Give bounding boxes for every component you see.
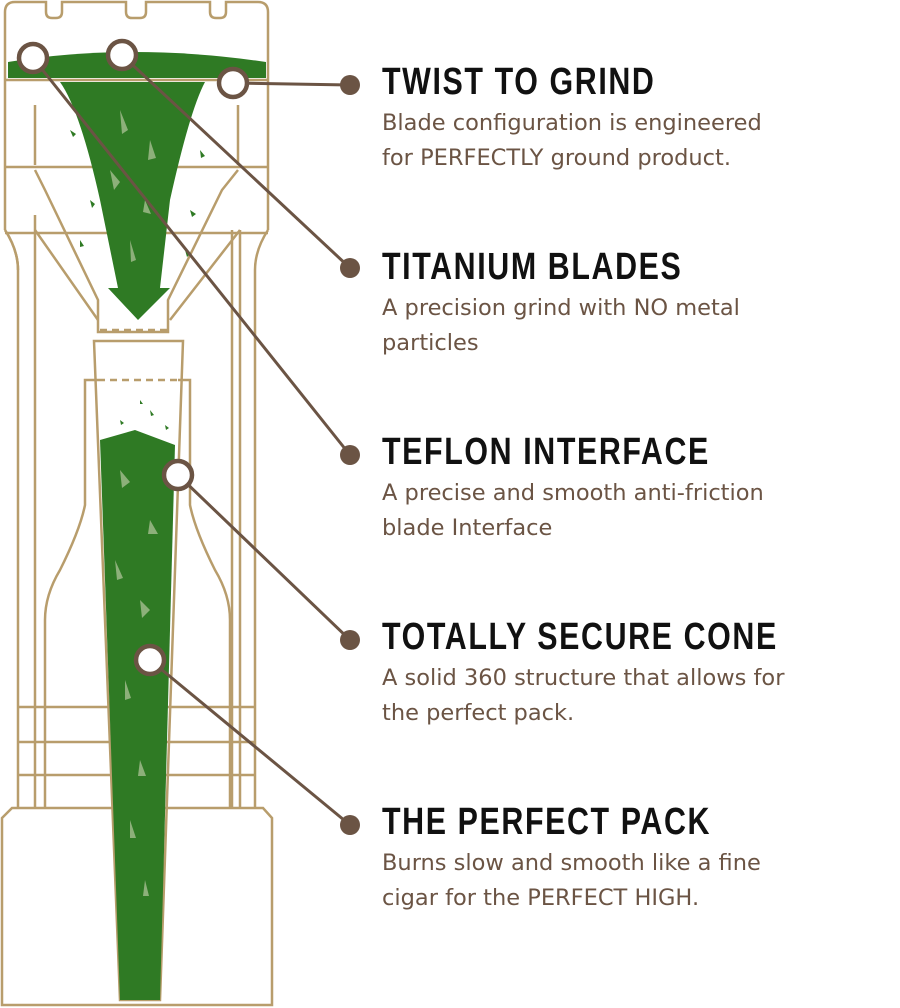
desc-line: for PERFECTLY ground product. [382, 145, 732, 171]
ground-herb [8, 52, 266, 1000]
desc-line: Burns slow and smooth like a fine [382, 850, 761, 876]
feature-desc: A solid 360 structure that allows for the… [382, 661, 877, 731]
feature-title: TITANIUM BLADES [382, 246, 683, 288]
bullet-dots [340, 75, 360, 835]
feature-totally-secure-cone: TOTALLY SECURE CONE A solid 360 structur… [382, 615, 877, 731]
desc-line: cigar for the PERFECT HIGH. [382, 885, 700, 911]
feature-title: TOTALLY SECURE CONE [382, 616, 778, 658]
desc-line: A precise and smooth anti-friction [382, 480, 764, 506]
feature-titanium-blades: TITANIUM BLADES A precision grind with N… [382, 245, 758, 361]
feature-title: THE PERFECT PACK [382, 801, 712, 843]
desc-line: the perfect pack. [382, 700, 575, 726]
desc-line: Blade configuration is engineered [382, 110, 762, 136]
feature-desc: A precision grind with NO metal particles [382, 291, 758, 361]
desc-line: A precision grind with NO metal [382, 295, 740, 321]
feature-twist-to-grind: TWIST TO GRIND Blade configuration is en… [382, 60, 762, 176]
callout-circles [16, 38, 250, 677]
desc-line: A solid 360 structure that allows for [382, 665, 785, 691]
feature-desc: Burns slow and smooth like a fine cigar f… [382, 846, 793, 916]
feature-desc: Blade configuration is engineered for PER… [382, 106, 762, 176]
desc-line: particles [382, 330, 479, 356]
feature-title: TWIST TO GRIND [382, 61, 656, 103]
feature-teflon-interface: TEFLON INTERFACE A precise and smooth an… [382, 430, 792, 546]
feature-the-perfect-pack: THE PERFECT PACK Burns slow and smooth l… [382, 800, 793, 916]
desc-line: blade Interface [382, 515, 553, 541]
leader-lines [31, 53, 352, 827]
feature-title: TEFLON INTERFACE [382, 431, 710, 473]
feature-desc: A precise and smooth anti-friction blade … [382, 476, 792, 546]
